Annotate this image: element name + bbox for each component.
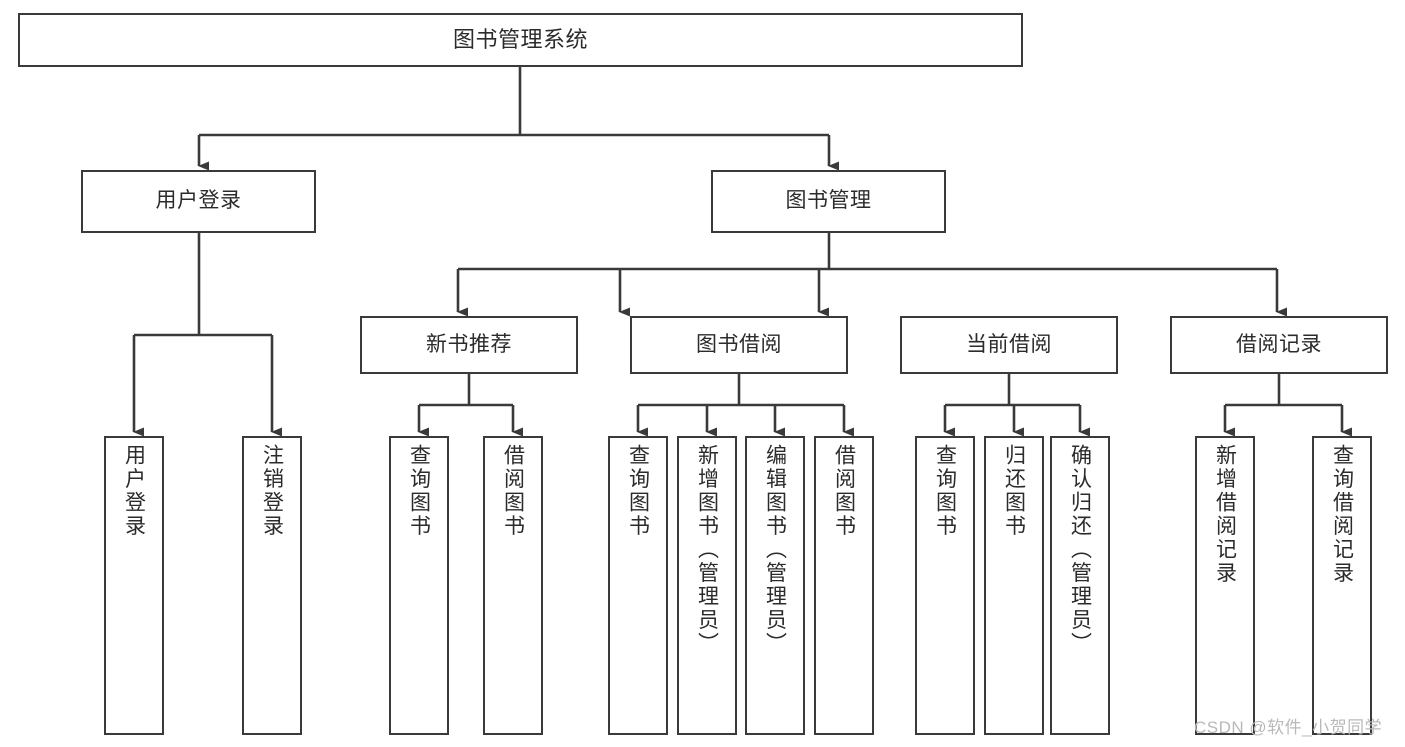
node-leaf-query-book-3[interactable]: 查询图书 (915, 436, 975, 735)
node-leaf-borrow-book-1[interactable]: 借阅图书 (483, 436, 543, 735)
node-leaf-user-login-label: 用户登录 (122, 444, 146, 538)
node-leaf-add-book-label: 新增图书（管理员） (695, 444, 719, 656)
node-leaf-query-book-2-label: 查询图书 (626, 444, 650, 538)
node-leaf-confirm-return-label: 确认归还（管理员） (1068, 444, 1092, 656)
node-new-book-recommend[interactable]: 新书推荐 (360, 316, 578, 374)
node-user-login-label: 用户登录 (155, 189, 242, 213)
node-leaf-query-book-1-label: 查询图书 (407, 444, 431, 538)
node-leaf-add-book[interactable]: 新增图书（管理员） (677, 436, 737, 735)
node-leaf-query-record-label: 查询借阅记录 (1330, 444, 1354, 585)
node-current-borrow-label: 当前借阅 (966, 332, 1052, 356)
node-leaf-edit-book-label: 编辑图书（管理员） (763, 444, 787, 656)
node-leaf-borrow-book-2[interactable]: 借阅图书 (814, 436, 874, 735)
node-root-label: 图书管理系统 (452, 27, 588, 53)
node-book-management[interactable]: 图书管理 (711, 170, 946, 233)
node-leaf-query-record[interactable]: 查询借阅记录 (1312, 436, 1372, 735)
node-leaf-user-login[interactable]: 用户登录 (104, 436, 164, 735)
node-leaf-query-book-2[interactable]: 查询图书 (608, 436, 668, 735)
node-user-login[interactable]: 用户登录 (81, 170, 316, 233)
node-leaf-borrow-book-2-label: 借阅图书 (832, 444, 856, 538)
node-current-borrow[interactable]: 当前借阅 (900, 316, 1118, 374)
node-leaf-add-record-label: 新增借阅记录 (1213, 444, 1237, 585)
node-book-borrow-label: 图书借阅 (696, 332, 782, 356)
node-book-management-label: 图书管理 (785, 189, 872, 213)
node-leaf-edit-book[interactable]: 编辑图书（管理员） (745, 436, 805, 735)
node-borrow-record-label: 借阅记录 (1236, 332, 1322, 356)
node-leaf-borrow-book-1-label: 借阅图书 (501, 444, 525, 538)
node-leaf-return-book-label: 归还图书 (1002, 444, 1026, 538)
node-leaf-user-logout[interactable]: 注销登录 (242, 436, 302, 735)
node-leaf-add-record[interactable]: 新增借阅记录 (1195, 436, 1255, 735)
node-leaf-query-book-1[interactable]: 查询图书 (389, 436, 449, 735)
node-leaf-confirm-return[interactable]: 确认归还（管理员） (1050, 436, 1110, 735)
node-leaf-query-book-3-label: 查询图书 (933, 444, 957, 538)
node-root[interactable]: 图书管理系统 (18, 13, 1023, 67)
node-leaf-user-logout-label: 注销登录 (260, 444, 284, 538)
csdn-watermark: CSDN @软件_小贺同学 (1194, 718, 1383, 737)
node-book-borrow[interactable]: 图书借阅 (630, 316, 848, 374)
node-borrow-record[interactable]: 借阅记录 (1170, 316, 1388, 374)
node-leaf-return-book[interactable]: 归还图书 (984, 436, 1044, 735)
node-new-book-recommend-label: 新书推荐 (426, 332, 512, 356)
